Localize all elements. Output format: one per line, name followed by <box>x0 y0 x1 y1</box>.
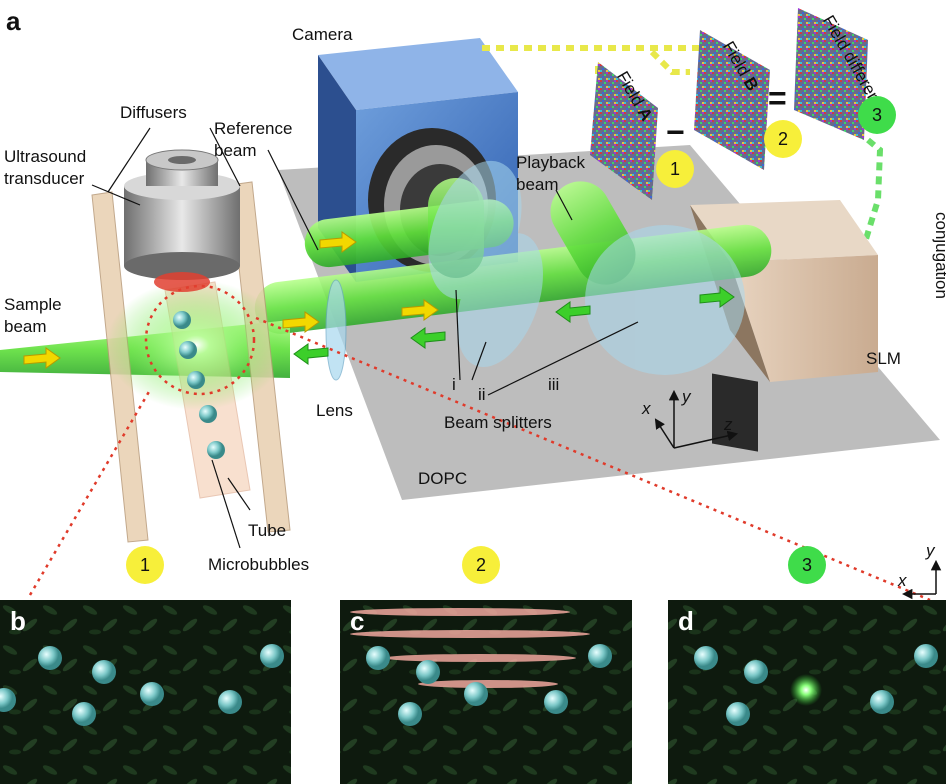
lens-label: Lens <box>316 401 353 420</box>
splitter-i-label: i <box>452 375 456 394</box>
marker-2-top: 2 <box>764 120 802 158</box>
panel-c-letter: c <box>350 606 365 636</box>
figure-label: a <box>6 6 21 36</box>
panel-c <box>340 600 632 784</box>
equals-sign: = <box>768 80 787 116</box>
beam-splitters-label: Beam splitters <box>444 413 552 432</box>
microbubbles <box>173 311 225 459</box>
marker-3-top: 3 <box>858 96 896 134</box>
splitter-iii-label: iii <box>548 375 560 394</box>
beam-direction-arrows <box>23 231 439 369</box>
lens <box>325 279 347 381</box>
axis-y-label: y <box>682 387 691 406</box>
splitter-ii-label: ii <box>478 385 486 404</box>
panel-axes <box>901 559 942 600</box>
panel-axis-y-label: y <box>926 541 935 560</box>
slm <box>690 200 878 452</box>
reference-beam-label: Reference beam <box>214 119 293 160</box>
playback-direction-arrows <box>293 286 735 365</box>
marker-1-top: 1 <box>656 150 694 188</box>
panel-d-letter: d <box>678 606 694 636</box>
tube-label: Tube <box>248 521 287 540</box>
ultrasound-focus-glow <box>106 280 286 410</box>
marker-1-bottom: 1 <box>126 546 164 584</box>
panel-b-letter: b <box>10 606 26 636</box>
focus-spot <box>790 674 822 706</box>
axis-z-label: z <box>724 415 733 434</box>
marker-3-bottom: 3 <box>788 546 826 584</box>
ultrasound-transducer <box>124 149 240 292</box>
sample-beam-label: Sample beam <box>4 295 62 336</box>
marker-2-bottom: 2 <box>462 546 500 584</box>
beam-splitters <box>428 160 745 375</box>
dopc-label: DOPC <box>418 469 468 488</box>
panel-b <box>0 600 291 784</box>
field-a-speckle <box>590 62 658 200</box>
field-b-speckle <box>694 30 770 170</box>
phase-conjugation-label: Phase conjugation <box>932 212 946 299</box>
axis-x-label: x <box>642 399 651 418</box>
camera-label: Camera <box>292 25 353 44</box>
minus-sign: − <box>666 114 685 150</box>
phase-conjugation-link <box>855 137 884 266</box>
diffusers-label: Diffusers <box>120 103 187 122</box>
microbubbles-label: Microbubbles <box>208 555 310 574</box>
focus-region-circle <box>144 284 256 396</box>
coordinate-axes <box>654 389 739 449</box>
panel-d <box>668 600 946 784</box>
leader-lines <box>91 127 639 549</box>
field-difference-speckle <box>794 8 868 140</box>
panel-axis-x-label: x <box>898 571 907 590</box>
slm-label: SLM <box>866 349 901 368</box>
playback-beam-label: Playback beam <box>516 153 585 194</box>
ultrasound-transducer-label: Ultrasound transducer <box>4 147 87 188</box>
